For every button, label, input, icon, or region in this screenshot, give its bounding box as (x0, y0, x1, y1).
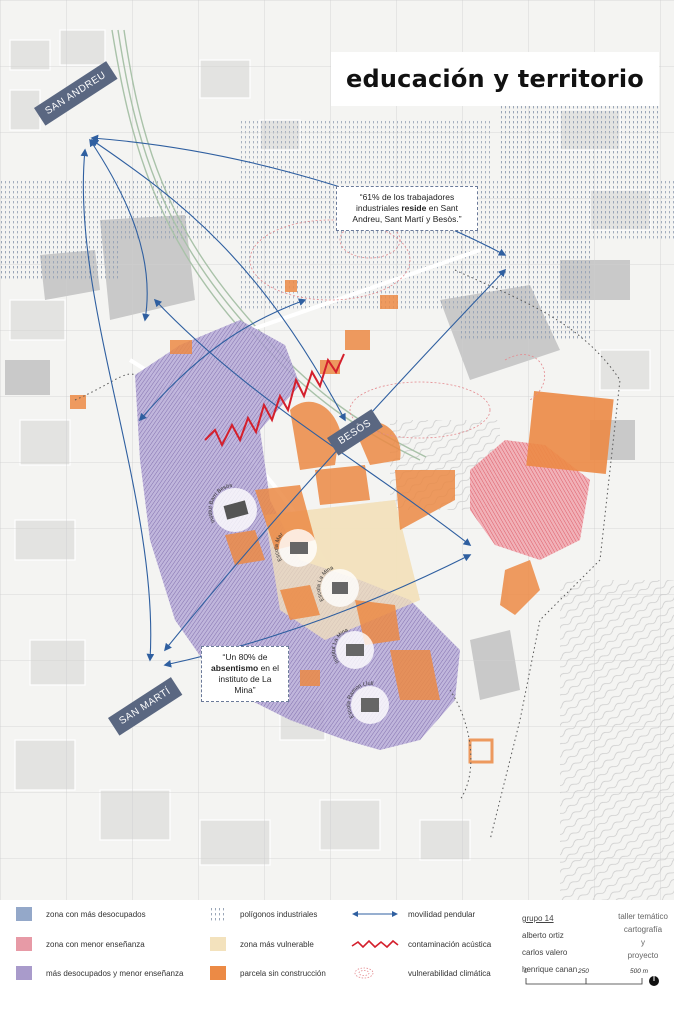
callout-absentism: “Un 80% de absentismo en el instituto de… (201, 646, 289, 702)
credits: grupo 14 alberto ortiz carlos valero hen… (522, 910, 577, 978)
legend-label: vulnerabilidad climática (408, 968, 491, 978)
svg-text:Escola Mar: Escola Mar (274, 532, 285, 563)
legend-swatch (16, 937, 32, 951)
zigzag-line-icon (351, 939, 399, 949)
member-name: henrique canan (522, 965, 578, 974)
dots-pattern-icon (210, 907, 226, 921)
group-name: grupo 14 (522, 914, 554, 923)
school-label: Institut Barri Besòs (208, 483, 233, 524)
callout-workers: “61% de los trabajadores industriales re… (336, 186, 478, 231)
page-title: educación y territorio (346, 65, 644, 93)
legend-swatch (210, 937, 226, 951)
legend-item: zona con más desocupados (16, 907, 146, 921)
legend-item: polígonos industriales (210, 907, 317, 921)
scale-line (525, 976, 659, 986)
title-box: educación y territorio (331, 52, 659, 106)
legend-swatch (210, 966, 226, 980)
dashed-ellipse-icon (354, 967, 374, 979)
course-line: cartografía (623, 925, 663, 934)
school-label: Escola Ramon Llull (346, 681, 374, 719)
svg-text:Escola Ramon Llull: Escola Ramon Llull (346, 681, 374, 719)
svg-text:Institut La Mina: Institut La Mina (331, 627, 350, 664)
noise-pollution-line (204, 353, 345, 448)
legend-item: movilidad pendular (350, 907, 475, 921)
legend-item: parcela sin construcción (210, 966, 326, 980)
legend-label: parcela sin construcción (240, 968, 326, 978)
callout-text: en el instituto de La Mina” (218, 663, 280, 695)
commute-arrows (80, 134, 507, 668)
legend-label: más desocupados y menor enseñanza (46, 968, 184, 978)
legend-label: zona con menor enseñanza (46, 939, 145, 949)
course-line: proyecto (627, 951, 659, 960)
legend-label: contaminación acústica (408, 939, 492, 949)
legend-swatch (16, 907, 32, 921)
course-line: y (641, 938, 645, 947)
double-arrow-icon (352, 911, 398, 917)
svg-text:Escola La Mina: Escola La Mina (316, 565, 335, 602)
member-name: carlos valero (522, 948, 568, 957)
school-label: Escola La Mina (316, 565, 335, 602)
member-name: alberto ortiz (522, 931, 564, 940)
legend-item: contaminación acústica (350, 937, 491, 951)
territory-map[interactable]: Institut Barri Besòs Escola Mar Escola L… (0, 0, 674, 900)
legend-swatch (16, 966, 32, 980)
callout-emphasis: reside (401, 203, 427, 213)
course-name: taller temático cartografía y proyecto (612, 910, 674, 962)
legend-label: zona más vulnerable (240, 939, 314, 949)
scale-tick: 250 (578, 968, 589, 975)
scale-bar: 0 250 500 m (524, 968, 660, 992)
course-line: taller temático (618, 912, 668, 921)
legend-label: movilidad pendular (408, 909, 476, 919)
legend-item: más desocupados y menor enseñanza (16, 966, 183, 980)
scale-tick: 500 m (630, 968, 649, 975)
school-labels: Institut Barri Besòs Escola Mar Escola L… (208, 483, 374, 719)
school-label: Escola Mar (274, 532, 285, 563)
legend-label: polígonos industriales (240, 909, 318, 919)
callout-text: en Sant Andreu, Sant Martí y Besòs.” (352, 203, 462, 224)
svg-text:Institut Barri Besòs: Institut Barri Besòs (208, 483, 233, 524)
school-label: Institut La Mina (331, 627, 350, 664)
legend-item: zona más vulnerable (210, 937, 314, 951)
legend-item: vulnerabilidad climática (350, 966, 491, 980)
callout-emphasis: absentismo (210, 663, 259, 673)
legend: zona con más desocupados zona con menor … (0, 900, 674, 1024)
callout-text: “Un 80% de (222, 652, 268, 662)
scale-tick: 0 (524, 968, 528, 975)
callout-text: “61% de los trabajadores industriales (355, 192, 455, 213)
legend-item: zona con menor enseñanza (16, 937, 145, 951)
legend-label: zona con más desocupados (46, 909, 146, 919)
